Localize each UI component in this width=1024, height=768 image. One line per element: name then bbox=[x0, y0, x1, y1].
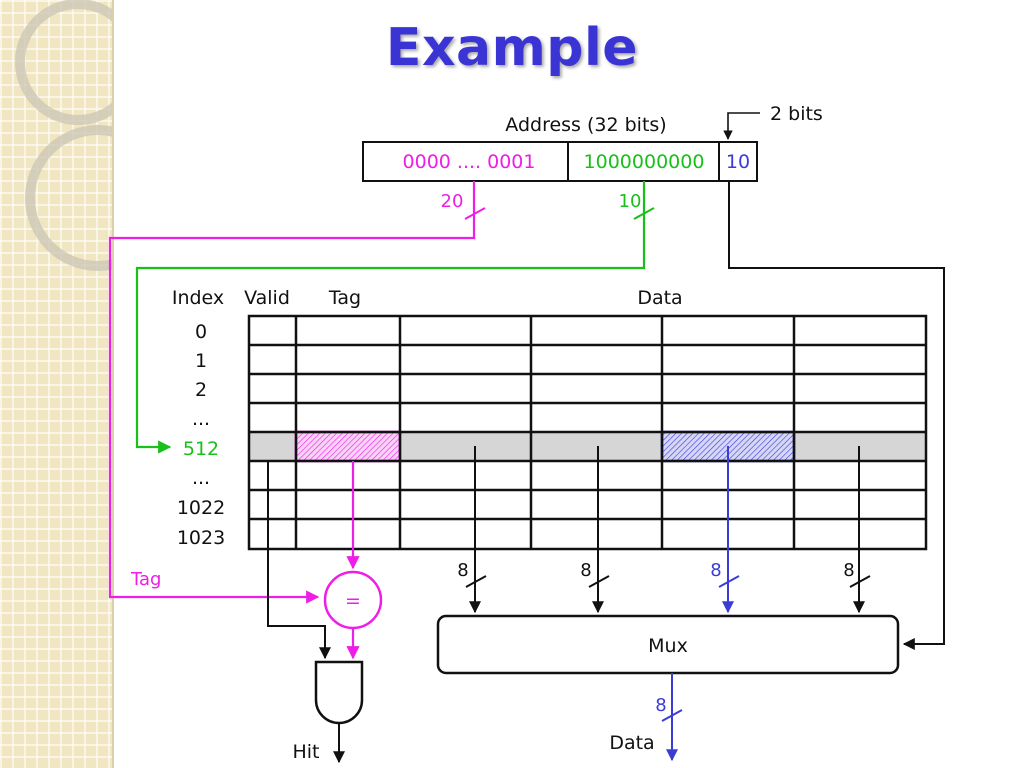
row-label: ... bbox=[192, 467, 210, 489]
comparator-symbol: = bbox=[345, 590, 361, 612]
address-index-field: 1000000000 bbox=[584, 151, 705, 173]
data-bus-slash bbox=[465, 575, 487, 588]
row-label: ... bbox=[192, 408, 210, 430]
data-bus-width: 8 bbox=[580, 560, 591, 581]
header-index: Index bbox=[172, 287, 224, 309]
data-bus-slash bbox=[849, 575, 871, 588]
address-offset-field: 10 bbox=[726, 151, 750, 173]
header-tag: Tag bbox=[328, 287, 361, 309]
offset-wire bbox=[728, 181, 945, 650]
hit-label: Hit bbox=[292, 741, 319, 763]
address-register: 0000 .... 0001 1000000000 10 bbox=[362, 141, 758, 182]
data-out-slash bbox=[661, 709, 683, 722]
row-label: 1023 bbox=[177, 527, 225, 549]
decorative-rings bbox=[15, 0, 112, 271]
row-label: 1022 bbox=[177, 497, 225, 519]
slide-title: Example bbox=[385, 18, 639, 78]
data-out-width: 8 bbox=[655, 695, 666, 716]
selected-data-bus-slash bbox=[718, 575, 740, 588]
header-data: Data bbox=[637, 287, 682, 309]
and-gate bbox=[314, 660, 364, 725]
data-buses: 8 8 8 8 bbox=[457, 446, 871, 614]
cache-table bbox=[247, 314, 928, 551]
valid-wire bbox=[267, 461, 331, 660]
index-width-label: 10 bbox=[619, 191, 642, 212]
address-register-box bbox=[362, 141, 758, 182]
offset-bits-pointer bbox=[723, 112, 760, 140]
decorative-sidebar bbox=[0, 0, 114, 768]
address-tag-field: 0000 .... 0001 bbox=[403, 151, 536, 173]
row-label: 1 bbox=[195, 350, 207, 372]
mux-box bbox=[436, 614, 900, 675]
offset-bits-label: 2 bits bbox=[770, 103, 823, 125]
row-label-selected: 512 bbox=[183, 438, 219, 460]
header-valid: Valid bbox=[244, 287, 290, 309]
tag-input-label: Tag bbox=[130, 569, 161, 590]
selected-tag-cell bbox=[294, 430, 402, 463]
data-bus-width: 8 bbox=[457, 560, 468, 581]
data-bus-slash bbox=[588, 575, 610, 588]
data-bus-width: 8 bbox=[843, 560, 854, 581]
selected-data-bus-width: 8 bbox=[710, 560, 721, 581]
row-label: 2 bbox=[195, 379, 207, 401]
tag-wire bbox=[108, 181, 476, 604]
data-out-label: Data bbox=[609, 732, 654, 754]
address-label: Address (32 bits) bbox=[505, 114, 666, 136]
row-label: 0 bbox=[195, 321, 207, 343]
index-wire bbox=[135, 181, 646, 454]
cache-headers: Index Valid Tag Data bbox=[172, 287, 683, 309]
row-labels: 0 1 2 ... 512 ... 1022 1023 bbox=[177, 321, 225, 549]
mux-label: Mux bbox=[648, 635, 688, 657]
tag-width-label: 20 bbox=[441, 191, 464, 212]
